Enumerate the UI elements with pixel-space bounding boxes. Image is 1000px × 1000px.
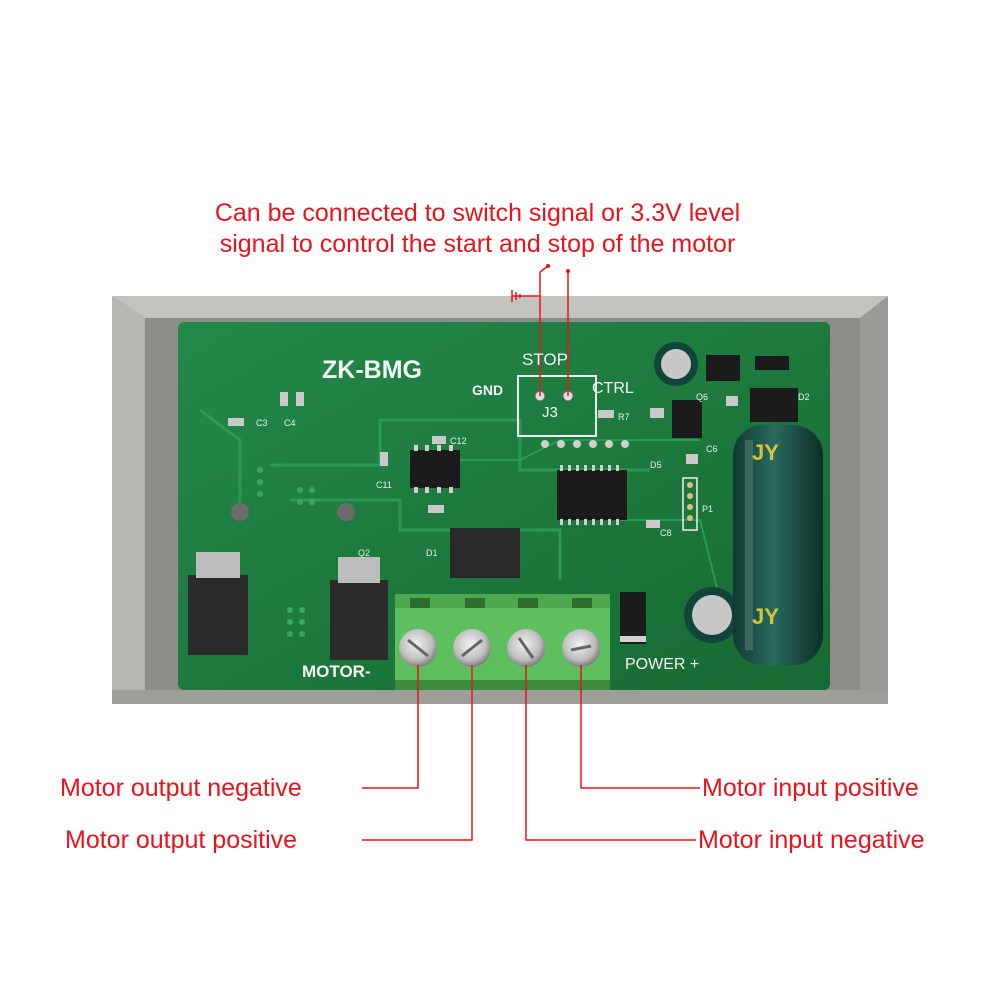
power-label: POWER + xyxy=(625,656,700,673)
p1-label: P1 xyxy=(702,504,714,514)
motor-output-negative-label: Motor output negative xyxy=(60,774,302,802)
d2-label: D2 xyxy=(798,392,810,402)
ctrl-label: CTRL xyxy=(592,380,634,397)
board-model-label: ZK-BMG xyxy=(322,356,422,384)
c12-label: C12 xyxy=(450,436,467,446)
capacitor-brand-1: JY xyxy=(752,440,779,465)
q2-label: Q2 xyxy=(358,548,371,558)
terminal-block xyxy=(395,594,610,690)
stop-label: STOP xyxy=(522,350,568,369)
c8-label: C8 xyxy=(660,528,672,538)
q6-label: Q6 xyxy=(696,392,709,402)
motor-input-positive-label: Motor input positive xyxy=(702,774,919,802)
pcb xyxy=(178,322,830,690)
c3-label: C3 xyxy=(256,418,268,428)
c4-label: C4 xyxy=(284,418,296,428)
c11-label: C11 xyxy=(376,480,392,490)
c6-label: C6 xyxy=(706,444,718,454)
gnd-label: GND xyxy=(472,382,504,398)
top-annotation-line-1: Can be connected to switch signal or 3.3… xyxy=(214,199,741,227)
capacitor-brand-2: JY xyxy=(752,604,779,629)
motor-label: MOTOR- xyxy=(302,662,371,681)
j3-label: J3 xyxy=(542,404,558,421)
r7-label: R7 xyxy=(618,412,630,422)
motor-output-positive-label: Motor output positive xyxy=(65,826,298,854)
top-annotation-line-2: signal to control the start and stop of … xyxy=(219,230,736,258)
d5-label: D5 xyxy=(650,460,662,470)
motor-input-negative-label: Motor input negative xyxy=(698,826,925,854)
d1-label: D1 xyxy=(426,548,438,558)
